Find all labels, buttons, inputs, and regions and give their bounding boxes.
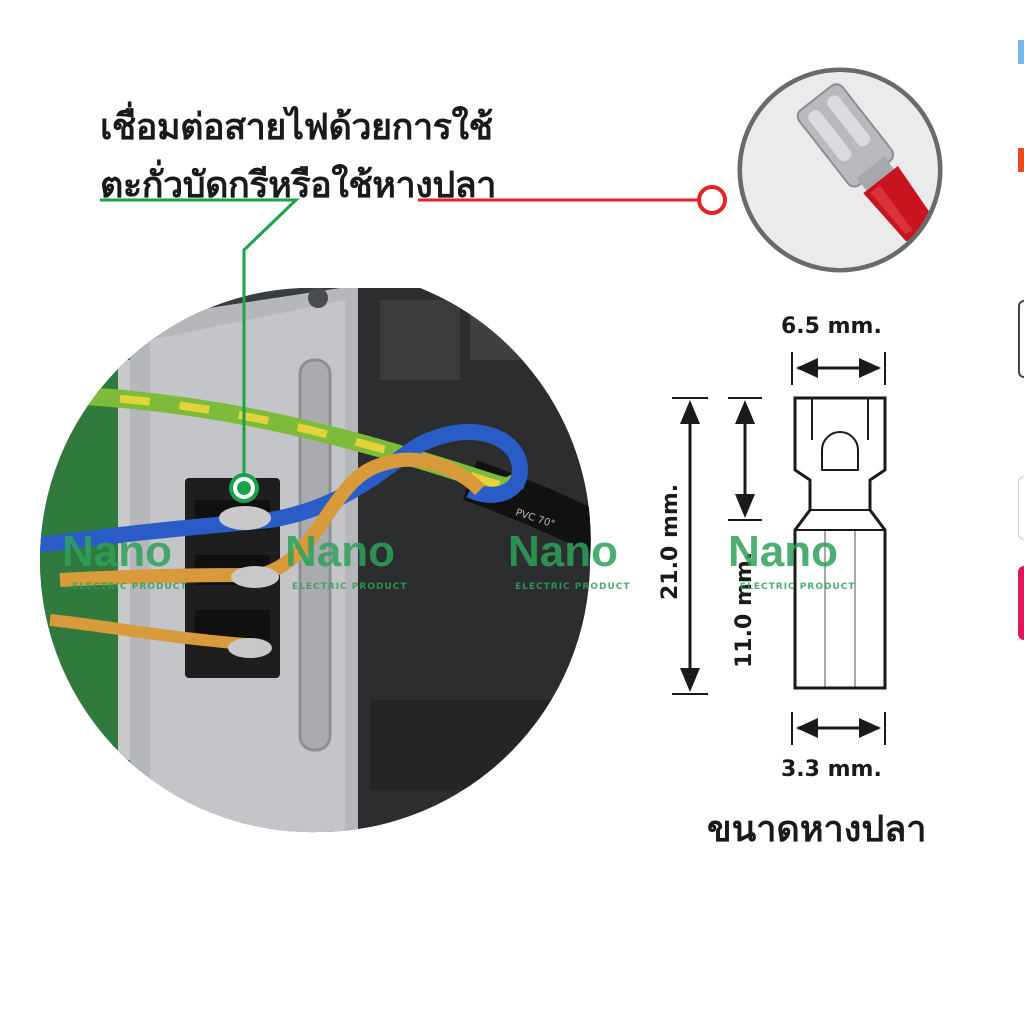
terminal-inset (737, 67, 943, 273)
watermark-tagline: ELECTRIC PRODUCT (292, 582, 408, 592)
headline-line-2-b: หางปลา (372, 165, 496, 206)
watermark-tagline: ELECTRIC PRODUCT (72, 582, 188, 592)
dimension-top-width: 6.5 mm. (781, 314, 882, 339)
headline-line-2-a: ตะกั่วบัดกรีหรือใช้ (100, 165, 373, 206)
quantity-input[interactable] (1018, 476, 1024, 540)
headline-line-2: ตะกั่วบัดกรีหรือใช้หางปลา (100, 156, 496, 213)
callout-lines (100, 185, 727, 503)
product-title-fragment (1018, 40, 1024, 64)
watermark-brand: Nano (62, 527, 172, 576)
watermark-tagline: ELECTRIC PRODUCT (740, 582, 856, 592)
watermark-tagline: ELECTRIC PRODUCT (515, 582, 631, 592)
headline-line-1: เชื่อมต่อสายไฟด้วยการใช้ (100, 107, 493, 148)
dimension-total-length: 21.0 mm. (658, 483, 683, 600)
buy-button[interactable] (1018, 566, 1024, 640)
watermark-brand: Nano (508, 527, 618, 576)
terminal-size-caption: ขนาดหางปลา (707, 809, 927, 850)
price-fragment (1018, 148, 1024, 172)
option-selector[interactable] (1018, 300, 1024, 378)
wiring-photo: PVC 70° (39, 288, 591, 833)
dimension-bottom-width: 3.3 mm. (781, 757, 882, 782)
terminal-dimension-drawing (672, 352, 887, 745)
watermark-brand: Nano (285, 527, 395, 576)
watermark-brand: Nano (728, 527, 838, 576)
